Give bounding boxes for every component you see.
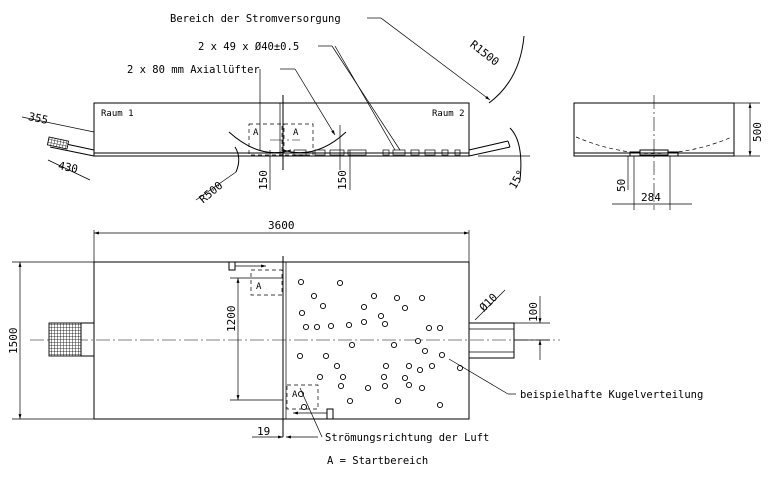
ball-marker (390, 341, 398, 349)
plan-start-marker-top: A (256, 282, 262, 292)
top-leaders: Bereich der Stromversorgung 2 x 49 x Ø40… (127, 13, 491, 151)
ball-marker (436, 324, 444, 332)
plan-balls (296, 278, 464, 411)
ball-marker (416, 366, 424, 374)
ball-marker (438, 351, 446, 359)
end-view: 500 50 284 (573, 95, 764, 210)
plan-start-marker-bottom: A (292, 390, 298, 400)
ball-marker (401, 304, 409, 312)
ball-marker (377, 312, 385, 320)
ball-marker (421, 347, 429, 355)
ball-marker (418, 384, 426, 392)
ball-marker (298, 309, 306, 317)
ball-marker (337, 382, 345, 390)
dim-284: 284 (641, 191, 661, 204)
ball-marker (339, 373, 347, 381)
ball-marker (436, 401, 444, 409)
ball-distribution-label: beispielhafte Kugelverteilung (520, 389, 703, 401)
ball-marker (322, 352, 330, 360)
ball-marker (364, 384, 372, 392)
ball-marker (382, 362, 390, 370)
dim-150-left: 150 (257, 170, 270, 190)
start-marker-right: A (293, 128, 299, 138)
ball-marker (381, 382, 389, 390)
dim-50: 50 (615, 179, 628, 192)
ball-marker (327, 322, 335, 330)
ball-marker (313, 323, 321, 331)
ball-marker (333, 362, 341, 370)
ball-marker (428, 362, 436, 370)
ball-marker (345, 321, 353, 329)
dim-1200: 1200 (225, 306, 238, 333)
ball-marker (316, 373, 324, 381)
right-outlet (468, 322, 515, 359)
arc-r1500 (488, 35, 525, 104)
left-fan-hatched (48, 322, 82, 357)
right-outlet-pipe (468, 140, 511, 157)
start-area-box-left (248, 123, 283, 156)
room2-label: Raum 2 (432, 109, 465, 119)
ball-marker (336, 279, 344, 287)
dim-500: 500 (751, 122, 764, 142)
holes-label: 2 x 49 x Ø40±0.5 (198, 41, 299, 53)
ball-marker (405, 381, 413, 389)
side-view-box (93, 102, 470, 157)
ball-marker (296, 352, 304, 360)
room1-label: Raum 1 (101, 109, 134, 119)
start-marker-left: A (253, 128, 259, 138)
power-supply-label: Bereich der Stromversorgung (170, 13, 341, 25)
ball-marker (360, 318, 368, 326)
fans-label: 2 x 80 mm Axiallüfter (127, 64, 260, 76)
ball-marker (346, 397, 354, 405)
dim-r1500: R1500 (467, 38, 501, 69)
ball-marker (310, 292, 318, 300)
ball-marker (401, 374, 409, 382)
ball-marker (381, 320, 389, 328)
ball-marker (300, 403, 308, 411)
ball-marker (394, 397, 402, 405)
ball-marker (302, 323, 310, 331)
dim-dia10: Ø10 (477, 291, 500, 314)
legend-start-label: A = Startbereich (327, 455, 428, 467)
side-view: Raum 1 Raum 2 A A (21, 35, 530, 206)
ball-marker (319, 302, 327, 310)
dim-1500: 1500 (7, 328, 20, 355)
dim-3600: 3600 (268, 219, 295, 232)
ball-marker (297, 278, 305, 286)
ball-marker (380, 373, 388, 381)
dim-100: 100 (527, 302, 540, 322)
ball-marker (456, 364, 464, 372)
ball-marker (370, 292, 378, 300)
ball-marker (418, 294, 426, 302)
plan-view: 3600 1500 1200 A A (7, 219, 703, 467)
airflow-label: Strömungsrichtung der Luft (325, 432, 489, 444)
dim-430: 430 (57, 159, 79, 176)
ball-marker (405, 362, 413, 370)
plan-box (93, 261, 470, 420)
ball-marker (414, 337, 422, 345)
ball-marker (393, 294, 401, 302)
ball-marker (348, 341, 356, 349)
start-area-box-right (283, 123, 314, 156)
dim-19: 19 (257, 425, 270, 438)
dim-r500: R500 (197, 179, 226, 206)
dim-150-right: 150 (336, 170, 349, 190)
dim-15deg: 15° (507, 168, 528, 192)
dim-355: 355 (27, 110, 49, 127)
left-inlet-pipe (46, 136, 95, 157)
ball-marker (360, 303, 368, 311)
ball-marker (425, 324, 433, 332)
